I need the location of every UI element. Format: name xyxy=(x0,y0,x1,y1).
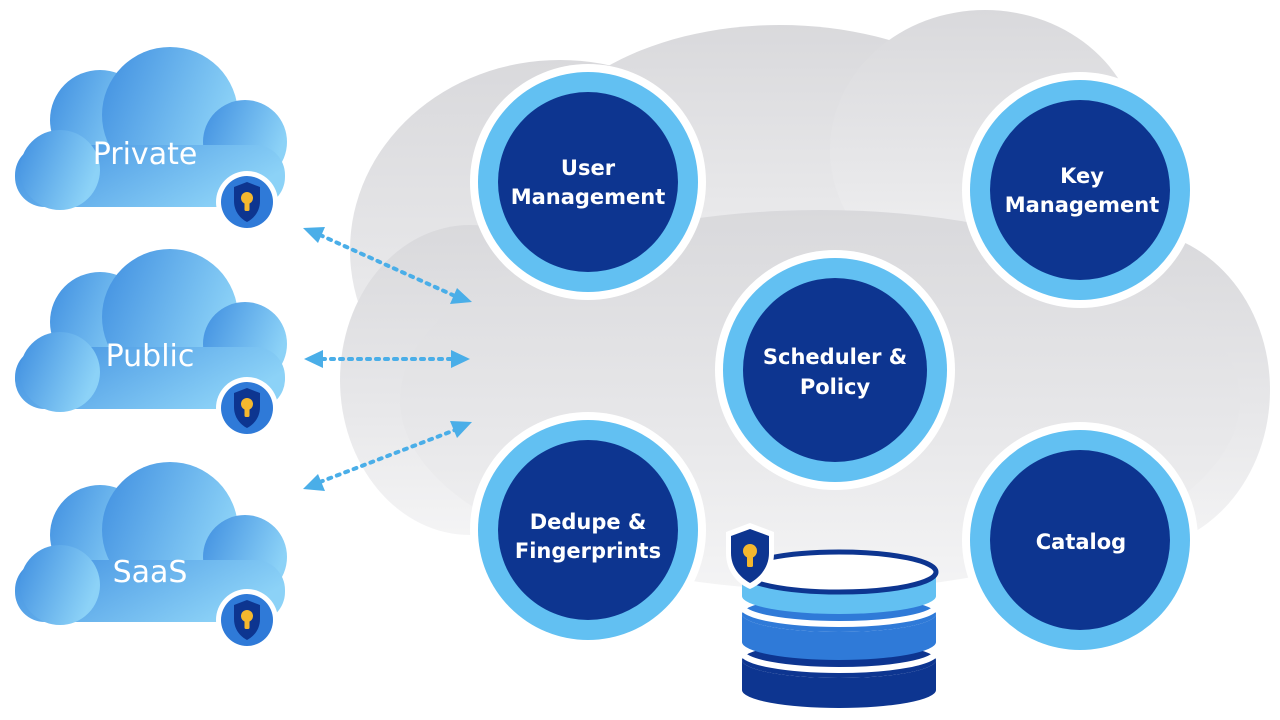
node-dedupe-fingerprints-line2: Fingerprints xyxy=(515,539,661,563)
cloud-private: Private xyxy=(15,47,287,233)
node-scheduler-policy-line2: Policy xyxy=(800,375,871,399)
lock-shield-icon xyxy=(216,171,278,233)
node-user-management: User Management xyxy=(470,64,706,300)
cloud-public: Public xyxy=(15,249,287,439)
node-key-management-line2: Management xyxy=(1005,193,1160,217)
node-dedupe-fingerprints: Dedupe & Fingerprints xyxy=(470,412,706,648)
arrow-public xyxy=(304,350,470,368)
node-key-management-line1: Key xyxy=(1060,164,1104,188)
node-dedupe-fingerprints-line1: Dedupe & xyxy=(530,510,647,534)
arrow-saas xyxy=(303,421,472,491)
node-scheduler-policy: Scheduler & Policy xyxy=(715,250,955,490)
lock-shield-icon xyxy=(216,377,278,439)
node-user-management-line1: User xyxy=(561,156,616,180)
cloud-private-label: Private xyxy=(93,137,198,172)
lock-shield-icon xyxy=(726,523,774,589)
cloud-public-label: Public xyxy=(106,339,195,374)
node-catalog-label: Catalog xyxy=(1036,530,1126,554)
node-catalog: Catalog xyxy=(962,422,1198,658)
cloud-saas: SaaS xyxy=(15,462,287,651)
node-user-management-line2: Management xyxy=(511,185,666,209)
arrow-private xyxy=(303,227,472,304)
database-icon xyxy=(739,549,939,708)
lock-shield-icon xyxy=(216,589,278,651)
cloud-saas-label: SaaS xyxy=(113,555,188,590)
node-scheduler-policy-line1: Scheduler & xyxy=(763,345,907,369)
node-key-management: Key Management xyxy=(962,72,1198,308)
